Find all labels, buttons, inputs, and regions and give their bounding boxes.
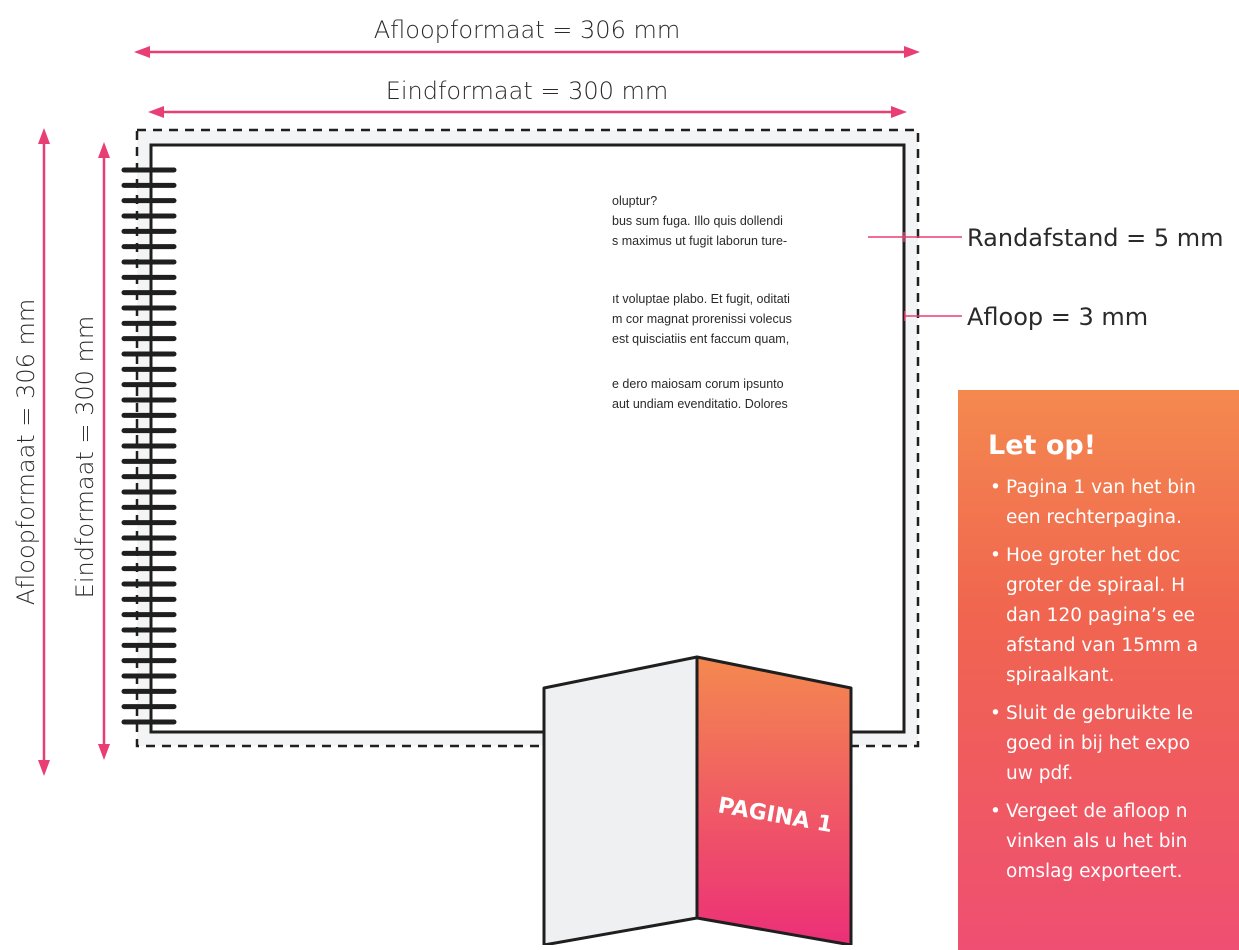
spiral-binding bbox=[121, 167, 177, 725]
notice-line: vinken als u het bin bbox=[1006, 831, 1188, 852]
trim-width-label: Eindformaat = 300 mm bbox=[386, 77, 669, 105]
sample-line: aut undiam evenditatio. Dolores bbox=[612, 397, 788, 411]
notice-item: Pagina 1 van het bin een rechterpagina. bbox=[988, 473, 1239, 533]
trim-height-arrow bbox=[98, 142, 110, 760]
sample-line: est quisciatiis ent faccum quam, bbox=[612, 332, 789, 346]
bleed-width-label: Afloopformaat = 306 mm bbox=[374, 16, 680, 44]
notice-line: Sluit de gebruikte le bbox=[1006, 703, 1193, 724]
sample-line: m cor magnat prorenissi volecus bbox=[612, 312, 792, 326]
margin-callout-line bbox=[868, 232, 962, 242]
notice-item: Sluit de gebruikte le goed in bij het ex… bbox=[988, 699, 1239, 789]
sample-line: oluptur? bbox=[612, 194, 657, 208]
trim-page bbox=[149, 143, 906, 734]
notice-line: Pagina 1 van het bin bbox=[1006, 477, 1196, 498]
bleed-outline bbox=[135, 128, 920, 748]
sample-line: ıt voluptae plabo. Et fugit, oditati bbox=[612, 292, 790, 306]
bleed-callout-line bbox=[904, 311, 962, 321]
notice-line: uw pdf. bbox=[1006, 763, 1074, 784]
sample-line: e dero maiosam corum ipsunto bbox=[612, 377, 784, 391]
bleed-height-label: Afloopformaat = 306 mm bbox=[12, 299, 40, 605]
sample-line: bus sum fuga. Illo quis dollendi bbox=[612, 214, 783, 228]
booklet-right-page bbox=[695, 655, 853, 945]
notice-line: Hoe groter het doc bbox=[1006, 545, 1181, 566]
booklet-left-page bbox=[542, 655, 699, 945]
notice-line: spiraalkant. bbox=[1006, 665, 1115, 686]
booklet-illustration: PAGINA 1 bbox=[542, 655, 853, 945]
notice-list: Pagina 1 van het bin een rechterpagina. … bbox=[988, 473, 1239, 887]
sample-text-block: oluptur? bus sum fuga. Illo quis dollend… bbox=[612, 194, 792, 411]
notice-line: groter de spiraal. H bbox=[1006, 575, 1186, 596]
notice-box: Let op! Pagina 1 van het bin een rechter… bbox=[958, 390, 1239, 950]
bleed-height-arrow bbox=[38, 128, 50, 776]
bleed-width-arrow bbox=[134, 46, 920, 58]
notice-item: Hoe groter het doc groter de spiraal. H … bbox=[988, 541, 1239, 691]
notice-line: afstand van 15mm a bbox=[1006, 635, 1199, 656]
notice-line: goed in bij het expo bbox=[1006, 733, 1191, 754]
notice-title: Let op! bbox=[988, 430, 1097, 461]
notice-line: dan 120 pagina’s ee bbox=[1006, 605, 1196, 626]
bleed-callout-label: Afloop = 3 mm bbox=[967, 303, 1148, 331]
sample-line: s maximus ut fugit laborun ture- bbox=[612, 234, 787, 248]
margin-callout-label: Randafstand = 5 mm bbox=[967, 224, 1224, 252]
notice-line: een rechterpagina. bbox=[1006, 507, 1182, 528]
trim-width-arrow bbox=[148, 106, 907, 118]
notice-item: Vergeet de afloop n vinken als u het bin… bbox=[988, 797, 1239, 887]
trim-height-label: Eindformaat = 300 mm bbox=[71, 316, 99, 599]
notice-line: Vergeet de afloop n bbox=[1006, 801, 1188, 822]
notice-line: omslag exporteert. bbox=[1006, 861, 1183, 882]
